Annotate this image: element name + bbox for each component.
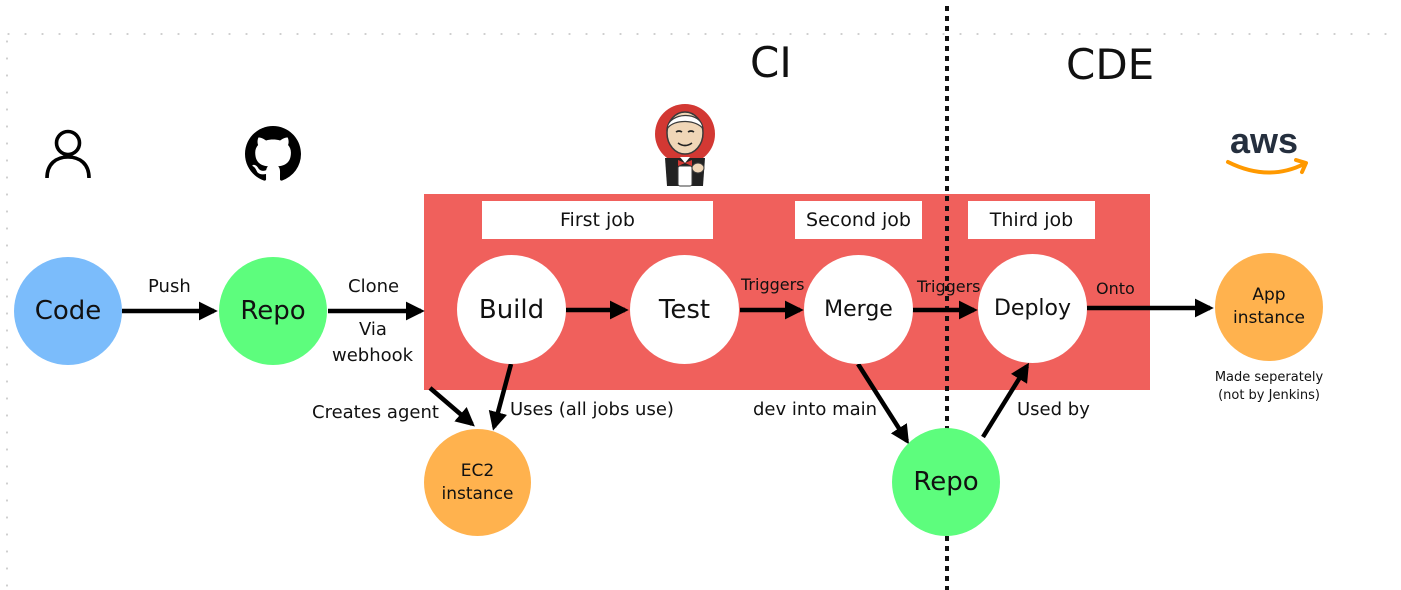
- made-separately-line1: Made seperately: [1214, 370, 1324, 385]
- merge-node-label: Merge: [824, 297, 893, 322]
- deploy-node: Deploy: [978, 254, 1087, 363]
- app-instance-label-line2: instance: [1232, 308, 1306, 328]
- dev-into-main-label: dev into main: [753, 399, 878, 420]
- code-node: Code: [14, 257, 122, 365]
- test-node-label: Test: [658, 294, 711, 325]
- arrow-repo-to-deploy: [981, 362, 1029, 439]
- push-label: Push: [148, 276, 191, 297]
- ec2-instance-node: EC2 instance: [424, 429, 531, 536]
- github-icon: [245, 126, 301, 186]
- app-instance-label-line1: App: [1252, 285, 1286, 306]
- jenkins-icon: [654, 102, 716, 192]
- arrow-creates-agent: [428, 386, 475, 427]
- onto-label: Onto: [1096, 279, 1135, 298]
- repo-bottom-node-label: Repo: [913, 467, 979, 497]
- first-job-label: First job: [482, 201, 713, 239]
- webhook-label: webhook: [332, 345, 414, 366]
- made-separately-note: Made seperately (not by Jenkins): [1202, 369, 1336, 404]
- dotted-grid-top: [0, 33, 1401, 35]
- ec2-instance-label-line1: EC2: [460, 460, 495, 481]
- clone-label: Clone: [348, 276, 400, 297]
- deploy-node-label: Deploy: [993, 296, 1072, 321]
- via-label: Via: [359, 319, 387, 340]
- repo-node: Repo: [219, 257, 327, 365]
- repo-bottom-node: Repo: [892, 428, 1000, 536]
- aws-logo-text: aws: [1230, 120, 1299, 161]
- aws-logo-icon: aws: [1224, 120, 1314, 182]
- cde-heading: CDE: [1066, 40, 1155, 89]
- third-job-label: Third job: [968, 201, 1095, 239]
- app-instance-node: App instance: [1215, 253, 1323, 361]
- code-node-label: Code: [34, 296, 102, 326]
- user-icon: [44, 128, 92, 184]
- uses-label: Uses (all jobs use): [510, 399, 674, 420]
- ec2-instance-label-line2: instance: [441, 483, 514, 504]
- repo-node-label: Repo: [240, 296, 306, 326]
- build-node: Build: [457, 255, 566, 364]
- used-by-label: Used by: [1017, 399, 1090, 420]
- arrow-build-uses-ec2: [488, 363, 514, 431]
- second-job-label: Second job: [795, 201, 922, 239]
- triggers-label-2: Triggers: [917, 277, 981, 296]
- build-node-label: Build: [478, 294, 545, 325]
- ci-heading: CI: [750, 38, 792, 87]
- triggers-label-1: Triggers: [741, 275, 805, 294]
- arrow-merge-to-repo: [856, 362, 910, 445]
- creates-agent-label: Creates agent: [312, 402, 439, 423]
- made-separately-line2: (not by Jenkins): [1218, 387, 1320, 403]
- merge-node: Merge: [804, 255, 913, 364]
- dotted-grid-left: [6, 33, 8, 590]
- test-node: Test: [630, 255, 739, 364]
